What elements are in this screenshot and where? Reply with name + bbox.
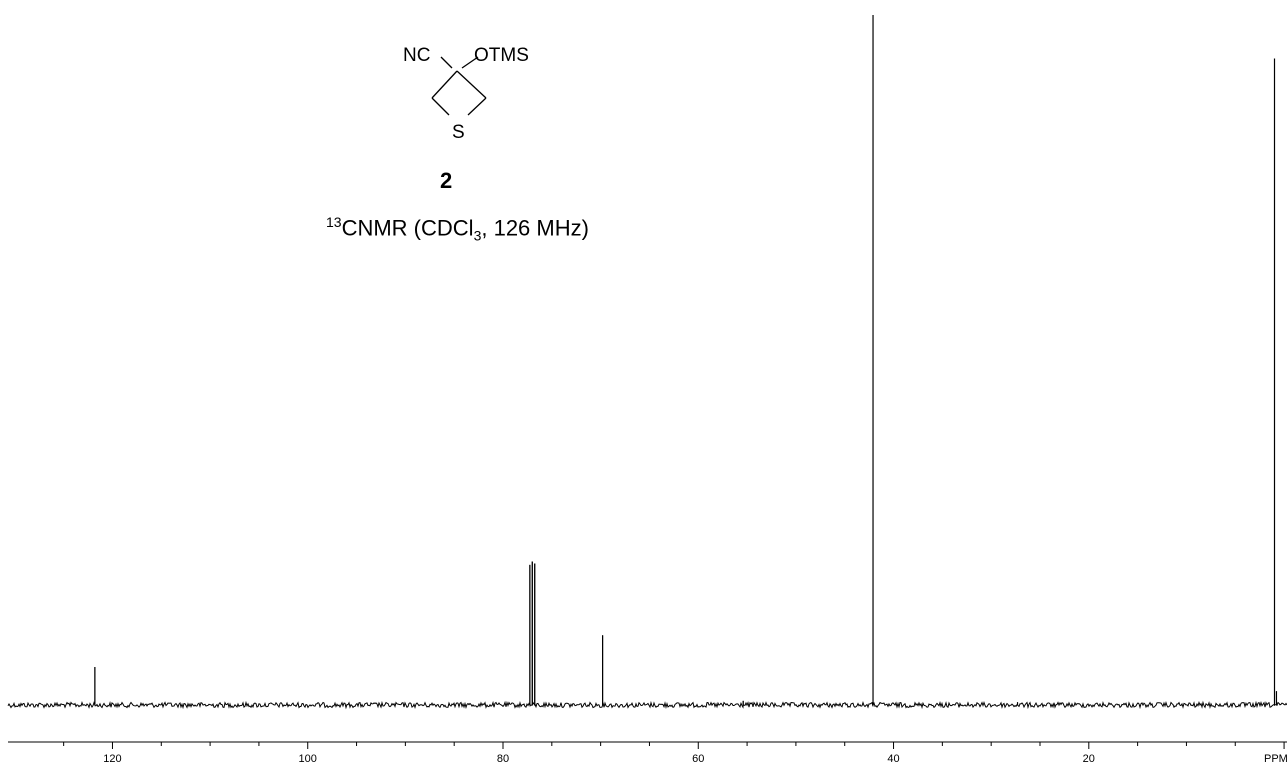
compound-number: 2: [440, 168, 453, 193]
ring-bond-top-right: [456, 70, 487, 99]
structure-label-otms: OTMS: [474, 45, 529, 66]
spectrum-trace: [7, 15, 1287, 710]
bond-nc: [440, 56, 453, 69]
x-tick-label: 80: [497, 753, 509, 764]
nucleus-superscript: 13: [326, 214, 342, 230]
ring-bond-bottom-left: [431, 97, 450, 116]
solvent-subscript: 3: [473, 227, 482, 244]
method-prefix: CNMR (CDCl: [341, 215, 474, 241]
x-tick-label: 20: [1083, 753, 1095, 764]
x-tick-label: 120: [103, 753, 121, 764]
x-tick-label: 40: [887, 753, 899, 764]
chemical-structure: [431, 56, 487, 116]
nmr-method-label: 13CNMR (CDCl3, 126 MHz): [326, 214, 589, 244]
x-axis-ticks: 120 100 80 60 40 20: [63, 742, 1285, 764]
x-tick-label: 100: [299, 753, 317, 764]
ring-bond-bottom-right: [467, 97, 487, 116]
ring-bond-top-left: [431, 70, 458, 99]
method-suffix: , 126 MHz): [481, 215, 589, 241]
x-tick-label: 60: [692, 753, 704, 764]
x-axis-unit-label: PPM: [1264, 753, 1287, 764]
structure-label-s: S: [452, 122, 465, 143]
bond-otms: [461, 56, 479, 69]
structure-label-nc: NC: [403, 45, 430, 66]
